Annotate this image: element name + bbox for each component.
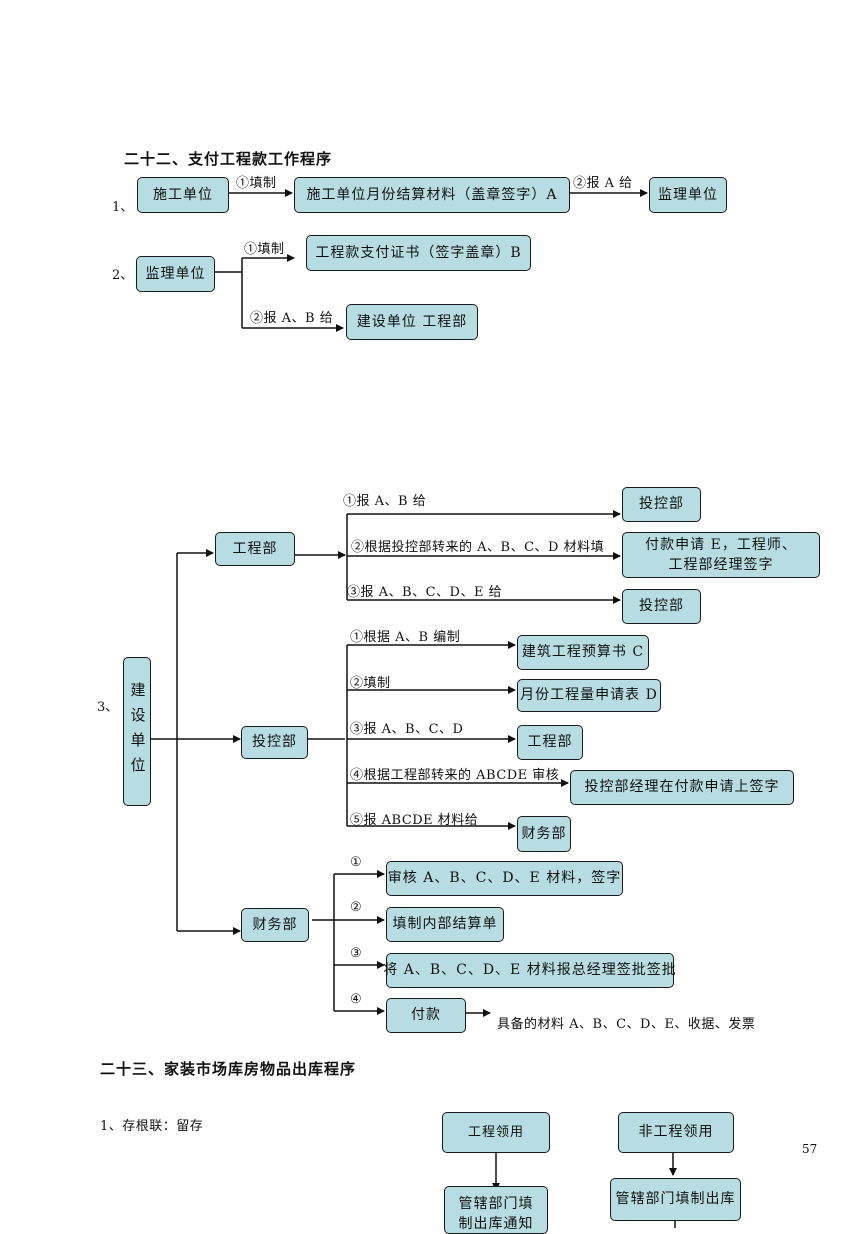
box-payment-certificate: 工程款支付证书（签字盖章）B: [306, 235, 531, 271]
step-fill: ①填制: [236, 176, 277, 191]
box-finance-dept-2: 财务部: [517, 816, 571, 852]
box-investment-dept: 投控部: [241, 726, 308, 759]
box-owner-unit: 建设单位: [123, 657, 151, 806]
box-construction-unit: 施工单位: [137, 177, 229, 213]
step-inv-2: ②填制: [350, 676, 391, 691]
box-engineering-dept-2: 工程部: [517, 725, 583, 760]
outbound-notice-line-1: 管辖部门填: [458, 1196, 534, 1212]
step-fill-2: ①填制: [244, 242, 285, 257]
box-dept-outbound-notice: 管辖部门填 制出库通知: [444, 1186, 548, 1234]
box-supervision-unit: 监理单位: [649, 177, 727, 213]
step-inv-3: ③报 A、B、C、D: [350, 722, 464, 737]
step-report-a: ②报 A 给: [573, 176, 633, 191]
step-inv-1: ①根据 A、B 编制: [350, 630, 461, 645]
box-owner-engineering: 建设单位 工程部: [346, 304, 478, 340]
step-eng-2: ②根据投控部转来的 A、B、C、D 材料填: [351, 540, 605, 555]
outbound-notice-line-2: 制出库通知: [458, 1216, 534, 1232]
box-internal-settlement: 填制内部结算单: [386, 907, 504, 942]
box-payment: 付款: [386, 998, 466, 1033]
step-eng-3: ③报 A、B、C、D、E 给: [347, 585, 503, 600]
box-finance-dept: 财务部: [241, 908, 309, 942]
item-3-number: 3、: [97, 700, 119, 715]
step-report-ab: ②报 A、B 给: [250, 311, 334, 326]
step-fin-3: ③: [350, 946, 363, 961]
step-eng-1: ①报 A、B 给: [343, 494, 427, 509]
section-23-title: 二十三、家装市场库房物品出库程序: [100, 1060, 357, 1078]
box-supervision-unit-2: 监理单位: [136, 256, 215, 292]
box-project-requisition: 工程领用: [442, 1112, 550, 1153]
page-number: 57: [802, 1142, 818, 1156]
required-materials-note: 具备的材料 A、B、C、D、E、收据、发票: [497, 1017, 756, 1032]
box-manager-sign: 投控部经理在付款申请上签字: [570, 770, 794, 805]
box-budget-book: 建筑工程预算书 C: [517, 635, 649, 670]
step-fin-1: ①: [350, 855, 363, 870]
item-2-number: 2、: [112, 268, 134, 283]
box-engineering-dept: 工程部: [215, 532, 295, 566]
step-fin-4: ④: [350, 992, 363, 1007]
stub-note: 1、存根联：留存: [100, 1119, 204, 1134]
section-22-title: 二十二、支付工程款工作程序: [124, 150, 333, 168]
payment-request-line-2: 工程部经理签字: [668, 557, 774, 573]
box-review-materials: 审核 A、B、C、D、E 材料，签字: [386, 861, 623, 896]
step-inv-4: ④根据工程部转来的 ABCDE 审核: [350, 768, 560, 783]
box-investment-dept-1: 投控部: [622, 487, 701, 522]
item-1-number: 1、: [112, 200, 134, 215]
payment-request-line-1: 付款申请 E，工程师、: [645, 537, 797, 553]
step-fin-2: ②: [350, 900, 363, 915]
box-monthly-quantity: 月份工程量申请表 D: [517, 679, 661, 712]
box-investment-dept-2: 投控部: [622, 589, 701, 624]
box-gm-approval: 将 A、B、C、D、E 材料报总经理签批签批: [383, 953, 676, 988]
step-inv-5: ⑤报 ABCDE 材料给: [350, 813, 479, 828]
box-payment-request: 付款申请 E，工程师、 工程部经理签字: [622, 532, 820, 578]
box-monthly-settlement: 施工单位月份结算材料（盖章签字）A: [294, 177, 570, 213]
box-dept-outbound: 管辖部门填制出库: [610, 1178, 741, 1221]
box-non-project-requisition: 非工程领用: [618, 1112, 734, 1153]
